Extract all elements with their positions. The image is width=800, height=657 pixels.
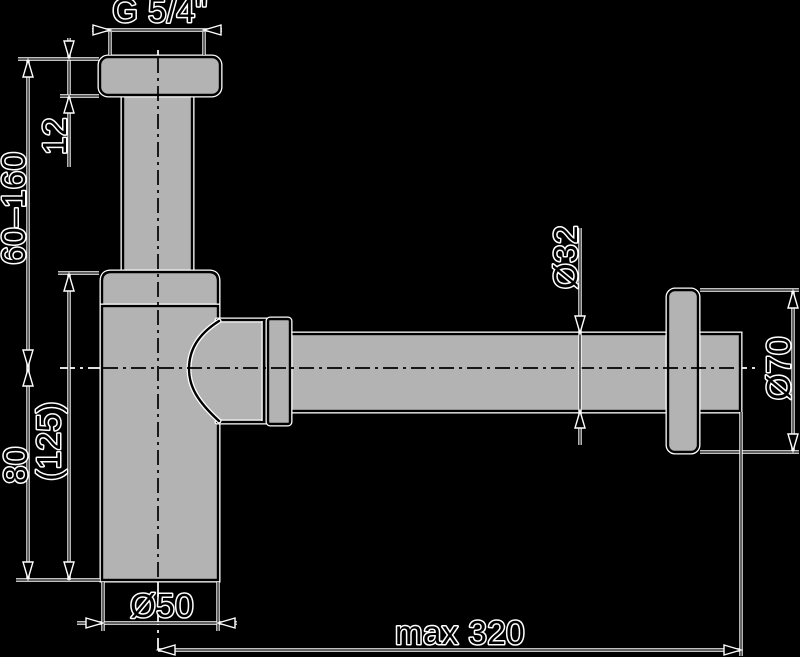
label-rosette-diameter: Ø70 bbox=[760, 336, 797, 400]
label-cup-diameter: Ø50 bbox=[130, 587, 194, 624]
label-body-height-ref: (125) bbox=[30, 401, 67, 481]
part-body-nut bbox=[102, 272, 218, 309]
label-inlet-adjust-height: 60–160 bbox=[0, 151, 32, 264]
dimension-arrows bbox=[22, 24, 799, 656]
part-outlet-stub bbox=[189, 320, 270, 422]
label-max-reach: max 320 bbox=[395, 614, 525, 651]
label-outlet-axis-height: 80 bbox=[0, 446, 34, 484]
part-body-cup bbox=[102, 306, 218, 580]
part-wall-rosette bbox=[668, 290, 698, 452]
label-pipe-diameter: Ø32 bbox=[547, 225, 584, 289]
part-union-ring bbox=[268, 319, 290, 424]
centerlines-over bbox=[103, 58, 738, 578]
label-thread-size: G 5/4" bbox=[112, 0, 207, 29]
part-top-flange bbox=[100, 57, 220, 95]
label-flange-height: 12 bbox=[36, 117, 73, 155]
